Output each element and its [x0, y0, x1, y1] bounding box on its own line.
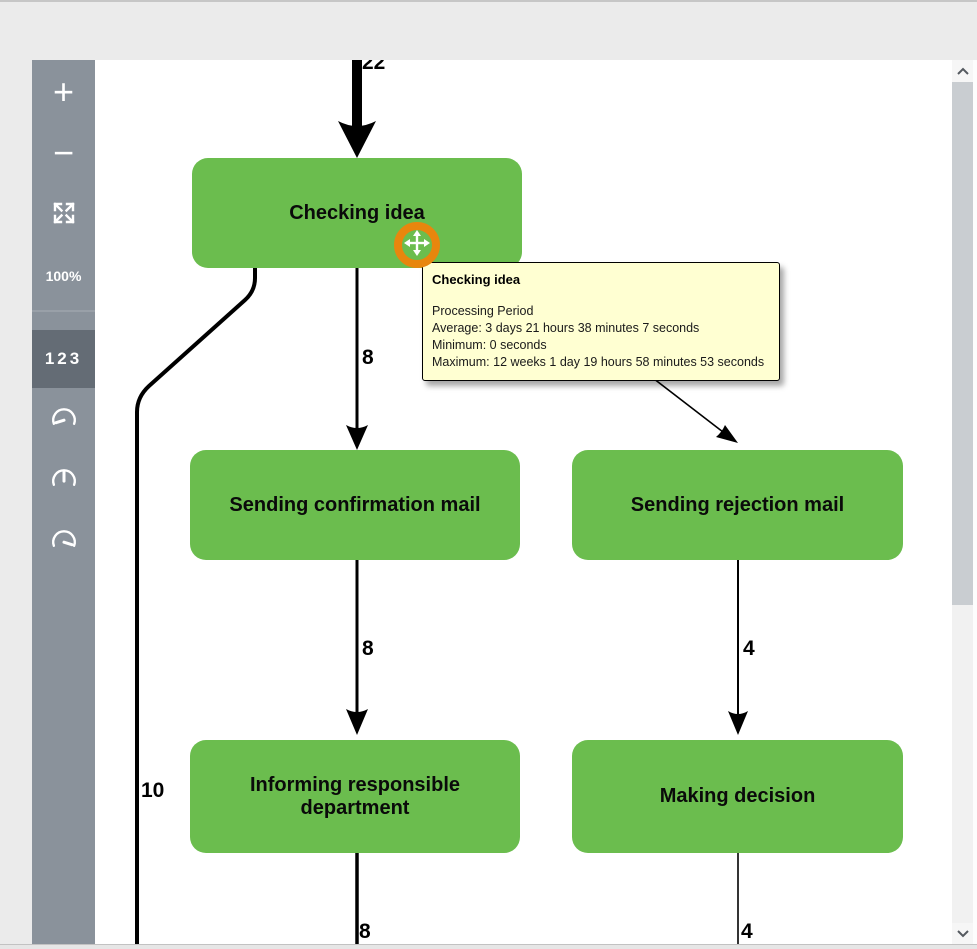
- tooltip-maximum: Maximum: 12 weeks 1 day 19 hours 58 minu…: [432, 355, 765, 369]
- diagram-canvas[interactable]: 22 8 8 4 8 4 10 Checking idea Sending co…: [95, 60, 952, 945]
- activity-node-sending-confirmation-mail[interactable]: Sending confirmation mail: [190, 450, 520, 560]
- expand-arrows-icon: [51, 200, 77, 231]
- scrollbar-thumb[interactable]: [952, 82, 973, 605]
- diagram-toolbar: + − 100% 123: [32, 60, 95, 944]
- activity-node-sending-rejection-mail[interactable]: Sending rejection mail: [572, 450, 903, 560]
- edge-frequency-label: 4: [741, 920, 753, 943]
- edge-frequency-label: 4: [743, 637, 755, 660]
- zoom-out-button[interactable]: −: [52, 132, 75, 173]
- chevron-up-icon: [956, 62, 969, 80]
- bottom-margin-bar: [0, 944, 977, 949]
- gauge-medium-button[interactable]: [32, 451, 95, 511]
- fit-to-screen-button[interactable]: [32, 185, 95, 245]
- activity-node-informing-responsible-department[interactable]: Informing responsible department: [190, 740, 520, 853]
- edge-frequency-label: 8: [362, 346, 374, 369]
- tooltip-minimum: Minimum: 0 seconds: [432, 338, 547, 352]
- move-cursor-indicator: [394, 222, 440, 268]
- tooltip-title: Checking idea: [432, 272, 521, 287]
- gauge-high-icon: [50, 526, 78, 559]
- zoom-level-indicator: 100%: [45, 268, 82, 284]
- frequency-numbers-button[interactable]: 123: [32, 330, 95, 388]
- chevron-down-icon: [956, 925, 969, 943]
- zoom-in-button[interactable]: +: [52, 71, 75, 112]
- gauge-low-button[interactable]: [32, 390, 95, 450]
- top-margin-bar: [0, 0, 977, 60]
- activity-node-checking-idea[interactable]: Checking idea: [192, 158, 522, 268]
- edge-frequency-label: 10: [141, 779, 165, 802]
- vertical-scrollbar[interactable]: [952, 60, 977, 945]
- gauge-high-button[interactable]: [32, 512, 95, 572]
- move-arrows-icon: [404, 229, 430, 261]
- node-tooltip: Checking idea Processing Period Average:…: [422, 262, 780, 381]
- scroll-down-button[interactable]: [952, 923, 973, 945]
- scrollbar-edge: [973, 60, 977, 945]
- edge-frequency-label: 8: [362, 637, 374, 660]
- toolbar-divider: [32, 310, 95, 312]
- edge-frequency-label: 22: [362, 60, 386, 74]
- scroll-up-button[interactable]: [952, 60, 973, 82]
- activity-node-making-decision[interactable]: Making decision: [572, 740, 903, 853]
- tooltip-section-title: Processing Period: [432, 304, 534, 318]
- tooltip-average: Average: 3 days 21 hours 38 minutes 7 se…: [432, 321, 700, 335]
- gauge-low-icon: [50, 404, 78, 437]
- gauge-medium-icon: [50, 465, 78, 498]
- edge-frequency-label: 8: [359, 920, 371, 943]
